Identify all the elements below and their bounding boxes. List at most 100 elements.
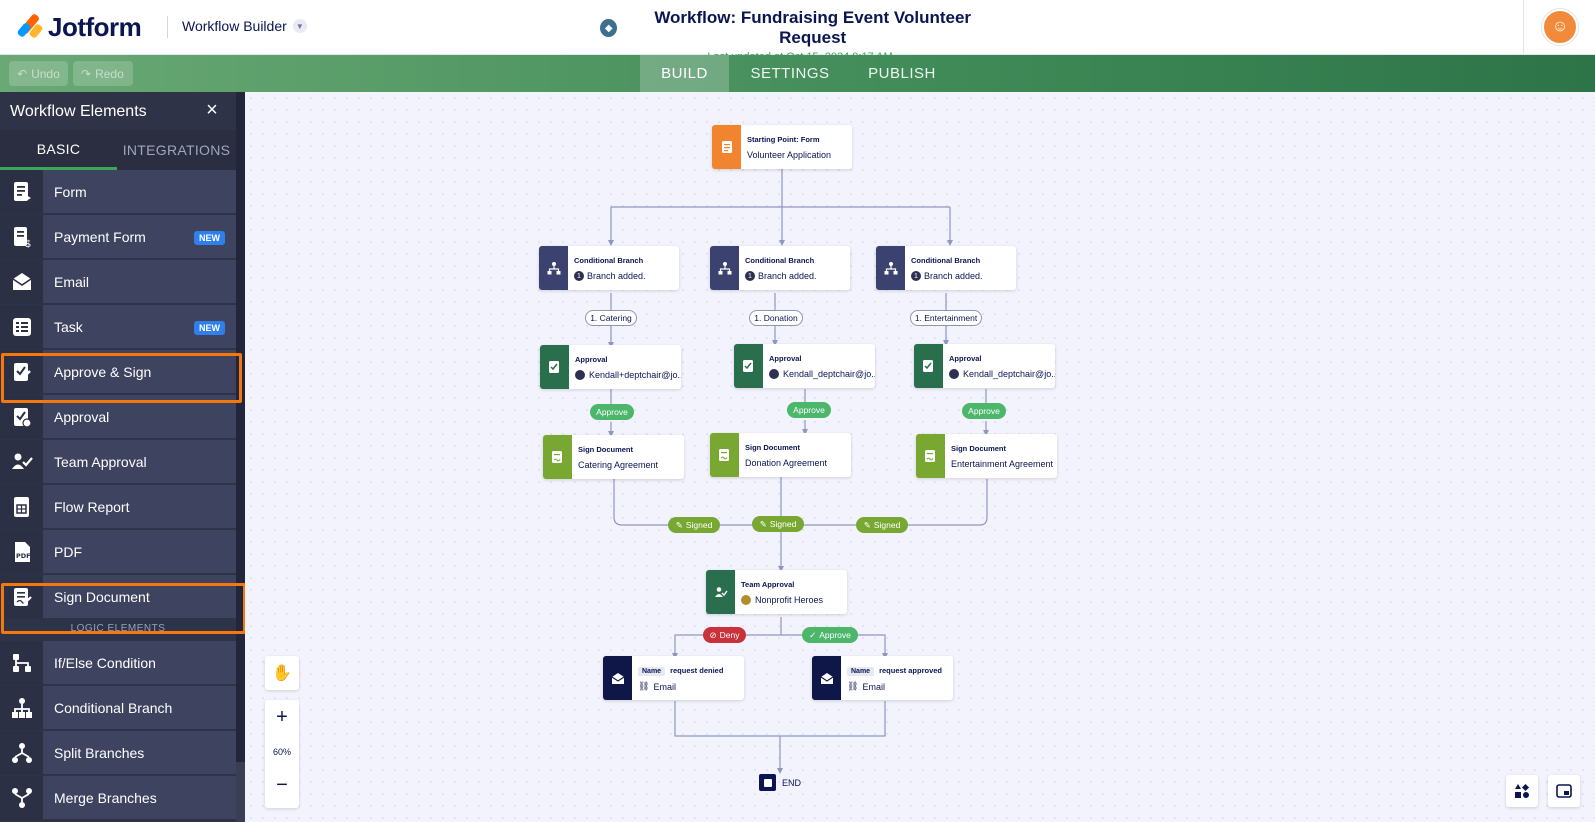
pan-hand-button[interactable]: ✋ [265,656,299,690]
page-title[interactable]: Workflow: Fundraising Event Volunteer Re… [654,8,972,47]
sign-document-icon [916,434,945,478]
signature-icon: ✎ [675,519,683,530]
approval-node[interactable]: Approval Kendall_deptchair@jo... [734,344,875,388]
user-icon [949,369,959,379]
approval-node[interactable]: Approval Kendall_deptchair@jo... [914,344,1055,388]
approval-node[interactable]: Approval Kendall+deptchair@jo... [540,345,681,389]
element-pdf[interactable]: PDF PDF [0,530,236,574]
branch-condition-pill[interactable]: 1. Donation [749,310,803,326]
new-badge: NEW [194,231,225,245]
redo-button[interactable]: ↷ Redo [73,61,133,86]
tab-basic[interactable]: BASIC [0,130,117,170]
highlight-approve-sign [1,353,242,403]
element-task[interactable]: Task NEW [0,305,236,349]
branch-count: 1 [745,271,755,281]
jotform-logo[interactable]: Jotform [16,11,142,43]
element-flow-report[interactable]: Flow Report [0,485,236,529]
workflow-elements-panel: Workflow Elements × BASIC INTEGRATIONS F… [0,92,245,822]
element-conditional-branch[interactable]: Conditional Branch [0,686,236,730]
signed-outcome-pill[interactable]: ✎Signed [752,516,804,532]
logic-elements-header: LOGIC ELEMENTS [70,623,166,634]
form-icon [0,170,43,214]
approval-icon [540,345,569,389]
undo-button[interactable]: ↶ Undo [9,61,68,86]
element-merge-branches[interactable]: Merge Branches [0,776,236,820]
undo-icon: ↶ [17,66,28,81]
zoom-level: 60% [272,747,291,757]
redo-icon: ↷ [81,66,92,81]
team-approval-node[interactable]: Team Approval Nonprofit Heroes [706,570,847,614]
close-icon[interactable]: × [206,99,218,121]
chevron-down-icon: ▼ [292,19,307,33]
team-approval-icon [706,570,735,614]
tab-build[interactable]: BUILD [640,55,729,92]
node-title: Approval [769,354,802,363]
pill-label: Deny [719,630,740,640]
link-icon: ⛓ [638,681,650,691]
node-subtitle: ⛓Email [847,681,885,692]
element-payment-form[interactable]: $ Payment Form NEW [0,215,236,259]
team-approval-icon [0,440,43,484]
payment-form-icon: $ [0,215,43,259]
approve-outcome-pill[interactable]: Approve [787,402,831,418]
node-subtitle: Donation Agreement [745,458,828,468]
sign-document-node[interactable]: Sign Document Catering Agreement [543,435,684,479]
hand-icon: ✋ [272,665,292,682]
element-team-approval[interactable]: Team Approval [0,440,236,484]
elements-toggle-button[interactable] [1506,775,1538,807]
element-label: Flow Report [54,499,130,515]
element-split-branches[interactable]: Split Branches [0,731,236,775]
email-icon [812,656,841,700]
approve-outcome-pill[interactable]: Approve [962,403,1006,419]
conditional-branch-icon [0,686,43,730]
user-icon [575,370,585,380]
builder-switcher[interactable]: Workflow Builder ▼ [182,18,307,34]
if-else-icon [0,641,43,685]
tab-integrations[interactable]: INTEGRATIONS [122,142,231,158]
node-subtitle: Catering Agreement [578,460,659,470]
sign-document-node[interactable]: Sign Document Donation Agreement [710,433,851,477]
jotform-logo-icon [16,13,44,41]
element-sign-document[interactable]: Sign Document [0,575,236,619]
assignee: Kendall_deptchair@jo... [963,369,1055,379]
node-title: Sign Document [578,445,634,454]
approve-outcome-pill[interactable]: ✓Approve [802,627,858,643]
node-title: Conditional Branch [745,256,815,265]
element-label: Merge Branches [54,790,157,806]
minimap-toggle-button[interactable] [1548,775,1580,807]
link-icon: ⛓ [847,681,859,691]
assignee: Kendall+deptchair@jo... [589,370,681,380]
element-email[interactable]: Email [0,260,236,304]
deny-outcome-pill[interactable]: ⊘Deny [703,627,746,643]
stop-icon [759,774,776,791]
element-approve-and-sign[interactable]: Approve & Sign [0,350,236,394]
panel-scrollbar-thumb[interactable] [236,762,245,822]
branch-condition-pill[interactable]: 1. Catering [585,310,637,326]
branch-condition-pill[interactable]: 1. Entertainment [910,310,982,326]
zoom-out-button[interactable]: − [276,774,288,796]
approve-outcome-pill[interactable]: Approve [590,404,634,420]
workflow-icon: ◆ [600,19,618,37]
element-if-else-condition[interactable]: If/Else Condition [0,641,236,685]
node-subtitle: Volunteer Application [747,150,832,160]
panel-scrollbar-track[interactable] [236,92,245,822]
element-form[interactable]: Form [0,170,236,214]
tab-settings[interactable]: SETTINGS [750,65,830,82]
start-node-form[interactable]: Starting Point: Form Volunteer Applicati… [712,125,852,169]
node-title: Approval [575,355,608,364]
zoom-in-button[interactable]: + [276,706,288,728]
shapes-icon [1515,783,1530,798]
sign-document-node[interactable]: Sign Document Entertainment Agreement [916,434,1057,478]
end-node[interactable]: END [759,774,801,791]
signed-outcome-pill[interactable]: ✎Signed [668,517,720,533]
avatar[interactable]: ☺ [1542,9,1578,45]
signed-outcome-pill[interactable]: ✎Signed [856,517,908,533]
user-icon [769,369,779,379]
tab-publish[interactable]: PUBLISH [868,65,936,82]
